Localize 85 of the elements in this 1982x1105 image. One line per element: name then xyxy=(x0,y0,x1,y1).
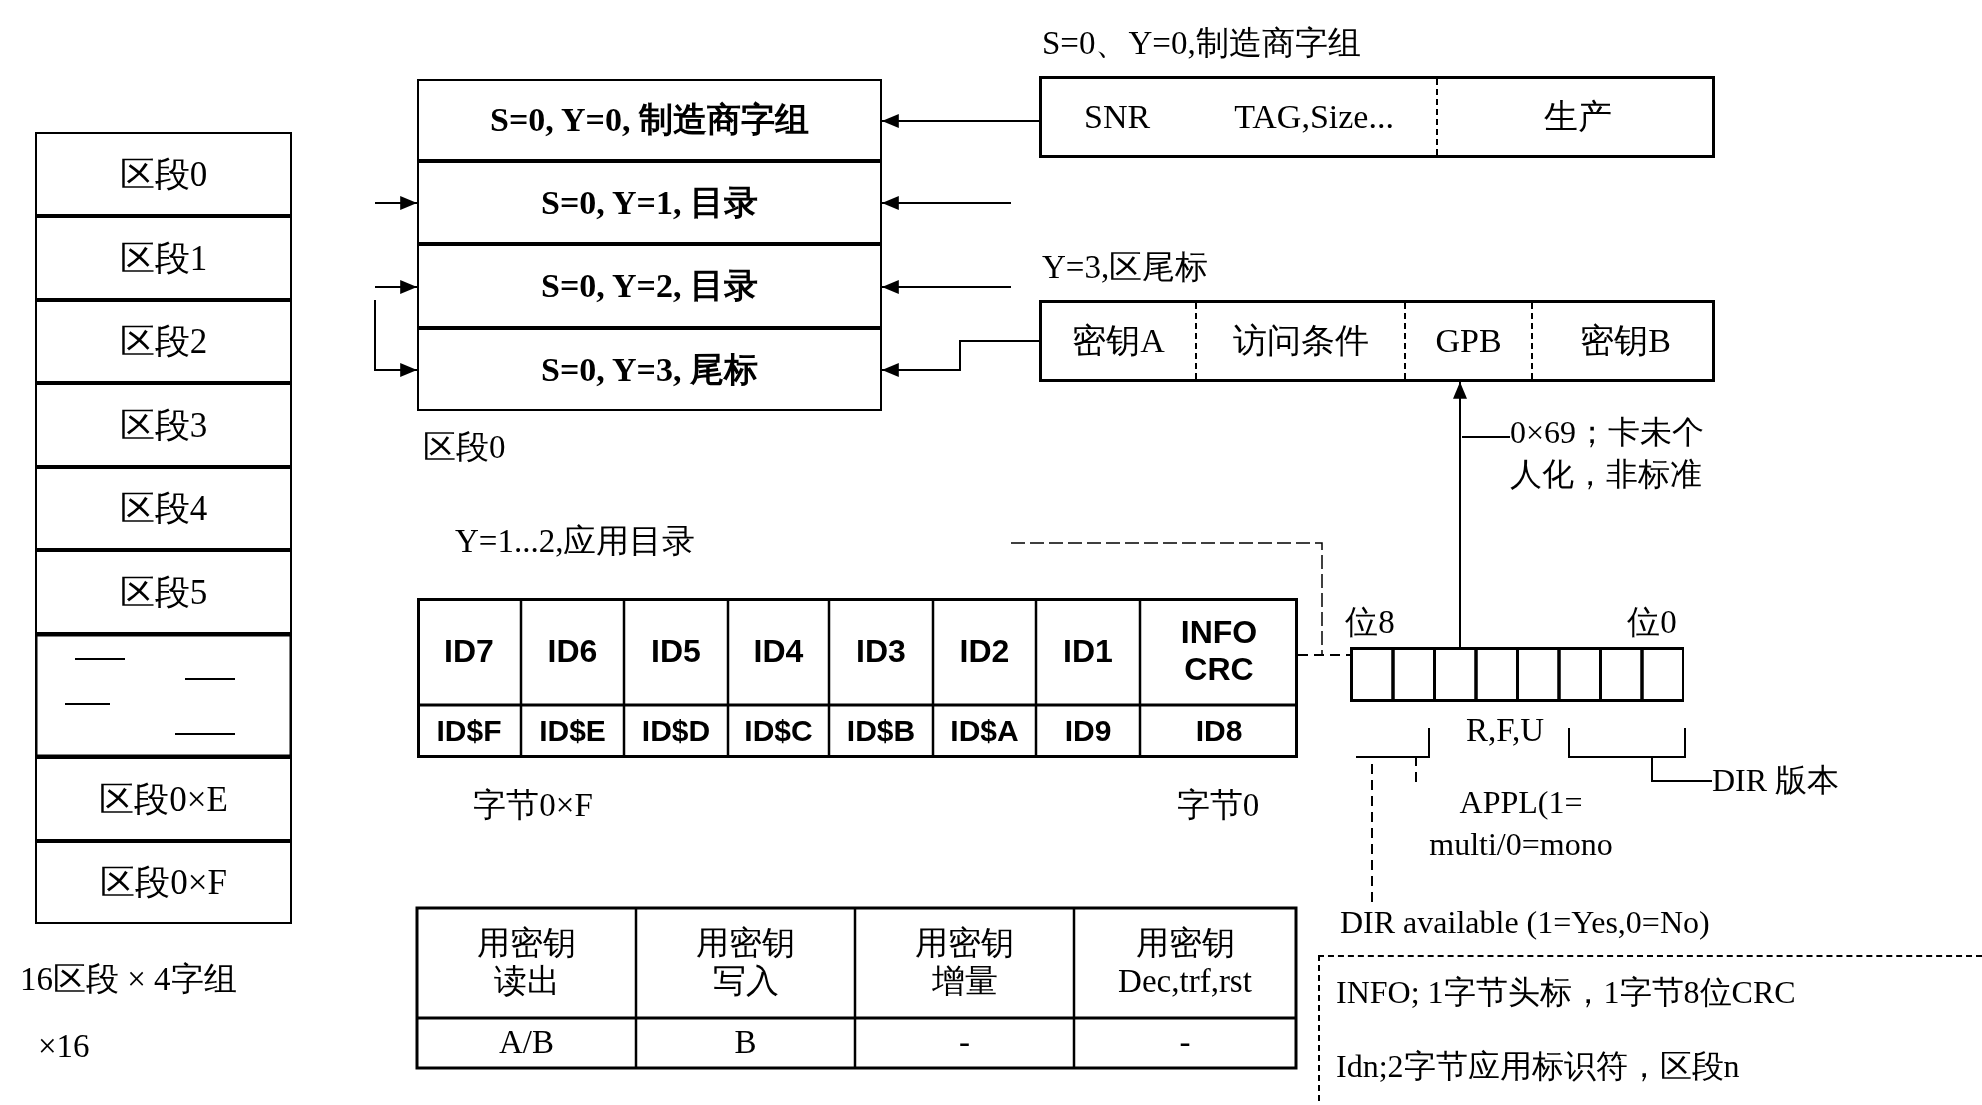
annotation-text: DIR 版本 xyxy=(1712,761,1841,800)
block-heading: S=0、Y=0,制造商字组 xyxy=(1042,24,1361,63)
directory-entry: ID$B xyxy=(846,713,916,749)
leader-line xyxy=(1461,436,1511,438)
arrow xyxy=(374,196,418,210)
directory-entry: ID3 xyxy=(855,632,907,670)
connector-line xyxy=(1297,654,1351,656)
field-name: GPB xyxy=(1435,322,1502,360)
arrow xyxy=(881,114,1040,128)
sector-name: S=0, Y=3, 尾标 xyxy=(541,349,758,390)
annotation-text: APPL(1= multi/0=mono xyxy=(1428,783,1614,864)
block-row xyxy=(417,79,882,161)
sector-box xyxy=(35,757,292,841)
field-name: 生产 xyxy=(1544,97,1612,137)
bit-label: 位0 xyxy=(1627,604,1677,642)
field-name: TAG,Size... xyxy=(1234,98,1394,136)
directory-entry: ID7 xyxy=(443,632,495,670)
connector-line xyxy=(1651,757,1713,782)
access-header: 用密钥读出 xyxy=(476,925,577,1001)
sector-box xyxy=(35,841,292,924)
sector-box xyxy=(35,132,292,216)
access-value: B xyxy=(734,1024,757,1062)
field-name: 密钥B xyxy=(1580,321,1671,361)
sector-name: 区段3 xyxy=(119,404,208,447)
connector-line xyxy=(1415,757,1417,783)
access-header: 用密钥增量 xyxy=(914,925,1015,1001)
sector-name: S=0, Y=2, 目录 xyxy=(541,266,758,306)
field-name: 密钥A xyxy=(1072,321,1165,361)
annotation-text: DIR available (1=Yes,0=No) xyxy=(1340,903,1711,942)
directory-entry: INFO CRC xyxy=(1179,614,1259,688)
arrow xyxy=(374,280,418,294)
directory-entry: ID6 xyxy=(546,632,599,670)
field-name: 访问条件 xyxy=(1232,321,1369,361)
access-header: 用密钥写入 xyxy=(695,925,796,1001)
block-row xyxy=(417,161,882,244)
byte-label: 字节0 xyxy=(1176,787,1260,825)
legend-notes-panel xyxy=(1318,955,1982,1101)
sector-box xyxy=(35,383,292,467)
bit-label: 位8 xyxy=(1345,604,1395,642)
sector-name: 区段2 xyxy=(119,321,208,363)
arrow xyxy=(374,299,418,377)
block-heading: Y=3,区尾标 xyxy=(1042,248,1209,287)
sector-box xyxy=(35,550,292,634)
access-value: - xyxy=(1179,1024,1191,1062)
sector-name: 区段0×E xyxy=(99,778,228,821)
sector-name: 区段0 xyxy=(119,153,208,196)
directory-entry: ID$E xyxy=(539,713,606,749)
directory-entry: ID5 xyxy=(650,632,702,670)
block-row xyxy=(417,244,882,328)
annotation-text: 0×69；卡未个人化，非标准 xyxy=(1510,413,1706,494)
access-header: 用密钥Dec,trf,rst xyxy=(1118,925,1252,1001)
arrow xyxy=(881,280,1012,294)
sector-box xyxy=(35,216,292,300)
block-heading: Y=1...2,应用目录 xyxy=(455,522,696,561)
sector-name: S=0, Y=1, 目录 xyxy=(541,182,758,223)
note-text: INFO; 1字节头标，1字节8位CRC xyxy=(1336,973,1797,1012)
byte-label: 字节0×F xyxy=(473,787,593,825)
directory-entry: ID1 xyxy=(1062,632,1114,670)
field-name: SNR xyxy=(1084,98,1151,136)
directory-entry: ID$D xyxy=(641,713,711,749)
sector-name: 区段1 xyxy=(119,237,208,280)
section-caption: 区段0 xyxy=(423,429,506,467)
access-value: - xyxy=(959,1024,970,1062)
directory-entry: ID8 xyxy=(1195,713,1243,749)
sector-name: S=0, Y=0, 制造商字组 xyxy=(490,100,809,140)
capacity-note: ×16 xyxy=(38,1028,90,1066)
access-value: A/B xyxy=(499,1024,554,1062)
sector-name: 区段4 xyxy=(119,488,208,530)
directory-entry: ID9 xyxy=(1064,713,1112,749)
directory-entry: ID$A xyxy=(950,713,1019,749)
sector-name: 区段0×F xyxy=(100,862,227,904)
sector-box xyxy=(35,467,292,550)
directory-entry: ID$C xyxy=(744,713,813,749)
directory-entry: ID4 xyxy=(752,632,805,670)
sector-box xyxy=(35,300,292,383)
block-row xyxy=(417,328,882,411)
field-label: R,F,U xyxy=(1465,712,1545,750)
arrow xyxy=(881,340,1040,377)
arrow xyxy=(881,196,1012,210)
sector-name: 区段5 xyxy=(119,571,208,614)
note-text: Idn;2字节应用标识符，区段n xyxy=(1336,1047,1741,1086)
capacity-note: 16区段 × 4字组 xyxy=(20,961,237,999)
arrow xyxy=(1453,381,1467,648)
directory-entry: ID$F xyxy=(436,713,502,749)
directory-entry: ID2 xyxy=(958,632,1011,670)
